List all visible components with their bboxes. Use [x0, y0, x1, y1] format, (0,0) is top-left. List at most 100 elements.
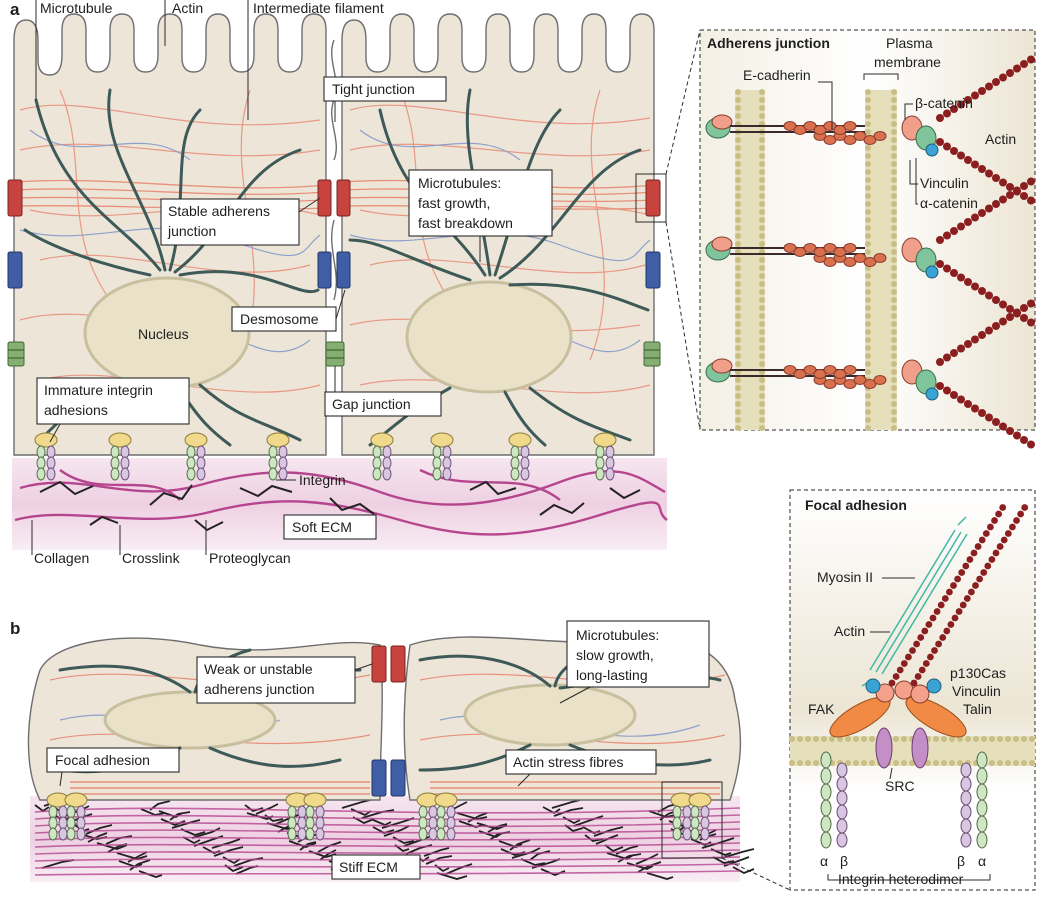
fa-actin-bead: [987, 523, 994, 531]
lipid-head: [735, 177, 741, 183]
fa-label-actin: Actin: [834, 623, 865, 639]
fa-actin-bead: [978, 536, 986, 544]
aj-actin-bead: [1020, 314, 1028, 322]
aj-vinculin: [925, 265, 939, 279]
aj-actin-bead: [1027, 299, 1035, 308]
lipid-head: [821, 736, 827, 742]
integrin-head: [184, 432, 208, 448]
fa-actin-bead: [1004, 530, 1012, 537]
nucleus-b-right: [463, 683, 637, 747]
lipid-head: [891, 273, 897, 279]
integrin-head: [64, 792, 88, 808]
plasma-bracket: [863, 73, 899, 80]
lipid-head: [933, 760, 939, 766]
fa-actin-bead: [1017, 510, 1024, 518]
ecm-crosslink: [255, 803, 279, 815]
lipid-head: [759, 153, 765, 159]
integrin-alpha-bead: [66, 805, 76, 819]
immature-leader: [49, 423, 61, 443]
lipid-head: [735, 401, 741, 407]
aj-actin-bead: [985, 82, 993, 91]
integrins-a: [34, 432, 617, 481]
lipid-head: [893, 760, 899, 766]
integrin-glyph: [64, 792, 88, 841]
lipid-head: [759, 225, 765, 231]
aj-actin-bead: [999, 178, 1007, 187]
integrin-alpha-bead: [186, 467, 196, 481]
lipid-head: [735, 313, 741, 319]
integrin-beta-bead: [76, 816, 86, 830]
aj-ecadherin-domain: [843, 365, 857, 375]
lipid-head: [891, 337, 897, 343]
lipid-head: [1029, 760, 1035, 766]
integrin-alpha-bead: [36, 467, 46, 481]
lipid-head: [891, 249, 897, 255]
aj-ecadherin-domain: [803, 243, 817, 253]
lipid-head: [759, 257, 765, 263]
aj-actin-bead: [985, 291, 993, 300]
integrin-alpha-bead: [436, 805, 446, 819]
lipid-head: [997, 760, 1003, 766]
gap-junction-stripes: [8, 349, 660, 359]
label-mt-slow-3: long-lasting: [576, 667, 648, 683]
lipid-head: [865, 161, 871, 167]
integrin-beta-bead: [297, 805, 307, 819]
label-intermediate-filament: Intermediate filament: [253, 0, 384, 16]
fa-actin-bead: [1000, 536, 1008, 544]
fa-actin-bead: [931, 647, 938, 654]
fa-label-beta2: β: [957, 853, 965, 869]
gap-junctions-a: [7, 341, 661, 367]
ecm-crosslink: [593, 826, 624, 837]
aj-actin-bead: [943, 264, 951, 273]
lipid-head: [759, 377, 765, 383]
ecm-crosslink: [721, 848, 755, 859]
lipid-head: [891, 193, 897, 199]
aj-actin-bead: [985, 169, 993, 178]
aj-ecadherin-domain: [823, 365, 837, 375]
lipid-head: [735, 329, 741, 335]
aj-actin-bead: [957, 395, 965, 404]
label-proteoglycan: Proteoglycan: [209, 550, 291, 566]
lipid-head: [845, 760, 851, 766]
ecm-crosslink: [553, 807, 584, 817]
aj-actin-bead: [964, 218, 972, 226]
stiff-ecm-callout: [331, 854, 421, 880]
lipid-head: [853, 736, 859, 742]
ecm-crosslink: [158, 810, 183, 818]
integrin-glyph: [688, 792, 712, 841]
aj-vinculin: [925, 143, 939, 157]
lipid-head: [735, 377, 741, 383]
ecm-fibre: [34, 842, 741, 848]
integrin-alpha-bead: [48, 805, 58, 819]
integrin-alpha-bead: [436, 816, 446, 830]
lipid-head: [759, 193, 765, 199]
aj-actin-bead: [936, 260, 944, 268]
ecm-crosslink: [564, 824, 584, 832]
lipid-head: [759, 241, 765, 247]
label-desmosome: Desmosome: [240, 311, 319, 327]
integrin-glyph: [34, 432, 58, 481]
fa-actin-bead: [974, 543, 982, 550]
lipid-head: [735, 297, 741, 303]
fa-integrin-heterodimers: [820, 751, 988, 849]
aj-actin-bead: [999, 300, 1007, 309]
lipid-head: [735, 137, 741, 143]
integrin-beta-bead: [428, 816, 438, 830]
zoom-line-bottom: [665, 221, 701, 431]
aj-actin-bead: [964, 340, 972, 348]
lipid-head: [735, 233, 741, 239]
lipid-head: [865, 177, 871, 183]
fa-actin-bead: [914, 673, 922, 680]
ecm-crosslink: [646, 872, 674, 880]
aj-actin-bead: [985, 326, 993, 335]
weak-aj-leader: [354, 663, 373, 671]
lipid-head: [957, 736, 963, 742]
integrin-beta-bead: [58, 827, 68, 841]
lipid-head: [965, 736, 971, 742]
label-crosslink: Crosslink: [122, 550, 181, 566]
fa-integrin-alpha-bead: [820, 831, 832, 849]
integrin-beta-bead: [76, 827, 86, 841]
fa-actin-bead: [958, 569, 966, 576]
lipid-head: [735, 417, 741, 423]
fa-actin-bead: [976, 575, 983, 583]
